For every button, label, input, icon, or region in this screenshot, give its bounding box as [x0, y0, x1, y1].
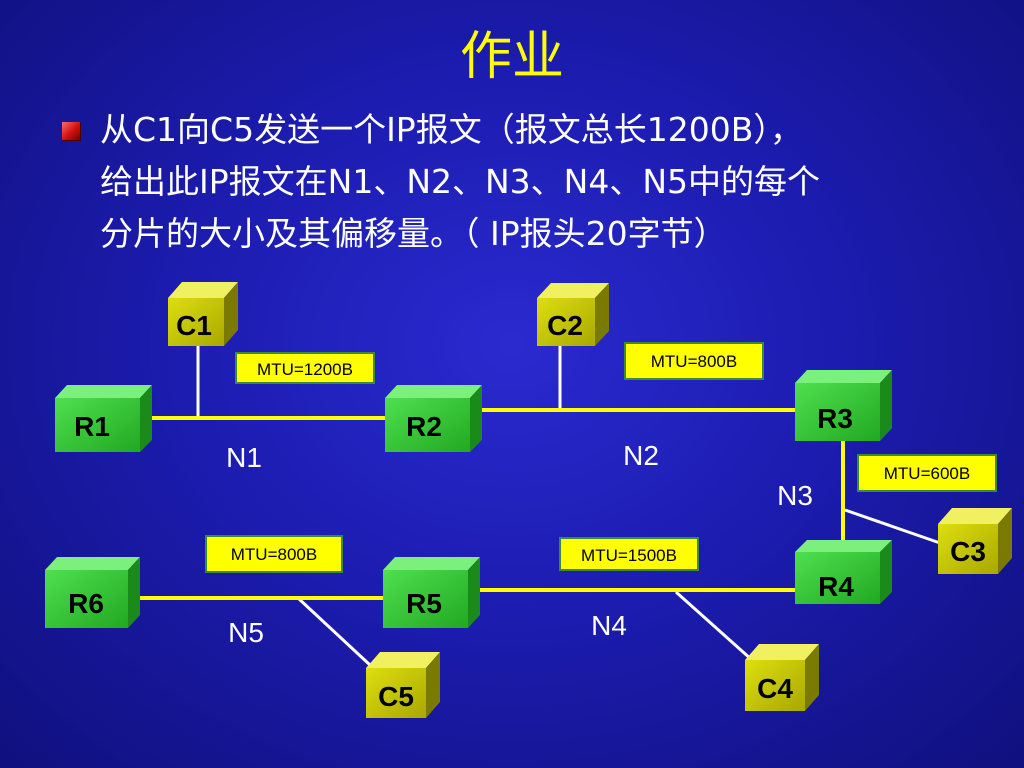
- host-c1[interactable]: C1: [168, 282, 238, 346]
- router-r4[interactable]: R4: [795, 540, 892, 604]
- router-r6[interactable]: R6: [45, 557, 140, 628]
- mtu-text-n2: MTU=800B: [651, 352, 737, 371]
- question-line-3: 分片的大小及其偏移量。（ IP报头20字节）: [100, 214, 727, 253]
- question-line-1: 从C1向C5发送一个IP报文（报文总长1200B），: [100, 110, 803, 149]
- host-label-c4: C4: [757, 673, 793, 704]
- host-c5[interactable]: C5: [366, 652, 440, 718]
- question-line-2: 给出此IP报文在N1、N2、N3、N4、N5中的每个: [100, 162, 821, 201]
- mtu-text-n1: MTU=1200B: [257, 360, 353, 379]
- router-label-r2: R2: [406, 411, 442, 442]
- host-label-c3: C3: [950, 536, 986, 567]
- host-c2[interactable]: C2: [537, 283, 609, 346]
- mtu-label-n5: MTU=800B: [205, 535, 343, 573]
- network-links: [138, 408, 845, 600]
- mtu-label-n4: MTU=1500B: [559, 537, 699, 571]
- router-label-r5: R5: [406, 588, 442, 619]
- host-label-c2: C2: [547, 310, 583, 341]
- question-text: 从C1向C5发送一个IP报文（报文总长1200B）， 给出此IP报文在N1、N2…: [100, 104, 980, 260]
- mtu-label-n2: MTU=800B: [624, 342, 764, 380]
- router-label-r1: R1: [74, 411, 110, 442]
- host-label-c1: C1: [176, 310, 212, 341]
- router-label-r6: R6: [68, 588, 104, 619]
- router-r3[interactable]: R3: [795, 370, 892, 441]
- link-c3: [844, 508, 941, 545]
- network-label-n2: N2: [623, 440, 659, 471]
- network-label-n3: N3: [777, 480, 813, 511]
- host-c4[interactable]: C4: [745, 644, 819, 711]
- slide-title: 作业: [459, 27, 564, 87]
- mtu-text-n5: MTU=800B: [231, 545, 317, 564]
- mtu-label-n1: MTU=1200B: [235, 352, 375, 384]
- router-label-r3: R3: [817, 403, 853, 434]
- host-label-c5: C5: [378, 681, 414, 712]
- mtu-text-n4: MTU=1500B: [581, 546, 677, 565]
- link-c5: [296, 596, 372, 667]
- host-c3[interactable]: C3: [938, 508, 1012, 574]
- router-label-r4: R4: [818, 571, 854, 602]
- network-label-n1: N1: [226, 442, 262, 473]
- host-links: [196, 345, 941, 667]
- router-r1[interactable]: R1: [55, 385, 152, 452]
- network-label-n4: N4: [591, 610, 627, 641]
- network-label-n5: N5: [228, 617, 264, 648]
- router-r2[interactable]: R2: [385, 385, 482, 452]
- bullet-icon: [62, 122, 80, 140]
- link-c4: [674, 590, 754, 662]
- router-r5[interactable]: R5: [383, 557, 480, 628]
- mtu-text-n3: MTU=600B: [884, 464, 970, 483]
- mtu-label-n3: MTU=600B: [857, 454, 997, 492]
